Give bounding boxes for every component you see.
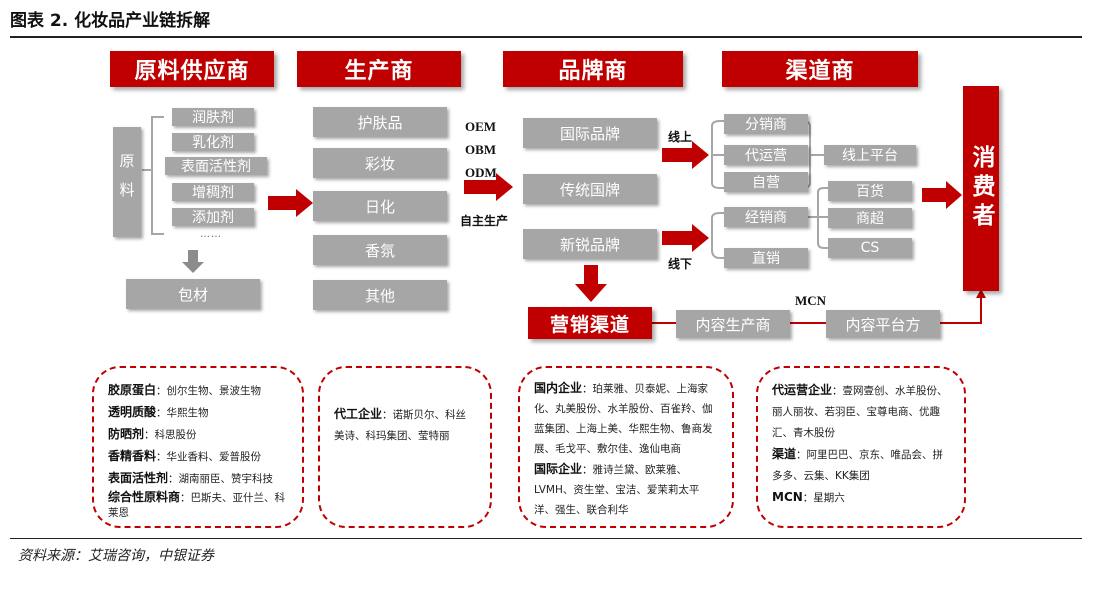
- material-item: 润肤剂: [172, 108, 254, 126]
- materials-group-label: 原料: [113, 127, 141, 237]
- header-channel: 渠道商: [722, 51, 918, 87]
- arrow-to-brand: [464, 173, 513, 201]
- arrow-to-packaging: [182, 250, 204, 273]
- store-department: 百货: [828, 181, 912, 201]
- producer-daily-chem: 日化: [313, 191, 447, 221]
- material-item: 增稠剂: [172, 183, 254, 201]
- mode-obm: OBM: [465, 142, 497, 157]
- producer-skincare: 护肤品: [313, 107, 447, 137]
- detail-line: 透明质酸：华熙生物: [108, 405, 209, 419]
- arrow-offline: [662, 224, 709, 252]
- detail-line: MCN：星期六: [772, 490, 845, 504]
- producer-other: 其他: [313, 280, 447, 310]
- bottom-rule: [10, 538, 1082, 539]
- brand-traditional-domestic: 传统国牌: [523, 174, 657, 204]
- top-rule: [10, 36, 1082, 38]
- figure-title: 图表 2. 化妆品产业链拆解: [10, 11, 211, 31]
- supplier-detail-box: 胶原蛋白：创尔生物、景波生物 透明质酸：华熙生物 防晒剂：科思股份 香精香料：华…: [92, 366, 304, 528]
- detail-line: 国际企业：雅诗兰黛、欧莱雅、LVMH、资生堂、宝洁、爱茉莉太平洋、强生、联合利华: [534, 462, 700, 516]
- material-item: 表面活性剂: [165, 157, 267, 175]
- mode-odm: ODM: [465, 165, 497, 180]
- arrow-to-consumer: [922, 181, 962, 209]
- header-supplier: 原料供应商: [110, 51, 274, 87]
- detail-line: 综合性原料商：巴斯夫、亚什兰、科莱恩: [108, 490, 286, 519]
- store-supermarket: 商超: [828, 208, 912, 228]
- detail-line: 防晒剂：科思股份: [108, 427, 197, 441]
- online-channel-self: 自营: [724, 172, 808, 192]
- arrow-to-marketing: [575, 265, 607, 302]
- marketing-channel: 营销渠道: [528, 307, 652, 339]
- source-note: 资料来源：艾瑞咨询，中银证券: [18, 548, 214, 564]
- mode-oem: OEM: [465, 119, 497, 134]
- mode-own-production: 自主生产: [460, 214, 509, 228]
- detail-line: 代运营企业：壹网壹创、水羊股份、丽人丽妆、若羽臣、宝尊电商、优趣汇、青木股份: [772, 383, 948, 439]
- mcn-label: MCN: [795, 293, 827, 308]
- producer-fragrance: 香氛: [313, 235, 447, 265]
- offline-channel-dealer: 经销商: [724, 207, 808, 227]
- packaging-box: 包材: [126, 279, 260, 309]
- platform-to-consumer: [940, 296, 982, 324]
- detail-line: 香精香料：华业香料、爱普股份: [108, 449, 262, 463]
- label-online: 线上: [668, 130, 693, 144]
- material-item: 添加剂: [172, 208, 254, 226]
- content-platform: 内容平台方: [826, 310, 940, 338]
- detail-line: 国内企业：珀莱雅、贝泰妮、上海家化、丸美股份、水羊股份、百雀羚、伽蓝集团、上海上…: [534, 381, 713, 455]
- producer-makeup: 彩妆: [313, 148, 447, 178]
- producer-detail-box: 代工企业：诺斯贝尔、科丝美诗、科玛集团、莹特丽: [318, 366, 492, 528]
- online-channel-agency: 代运营: [724, 145, 808, 165]
- brand-detail-box: 国内企业：珀莱雅、贝泰妮、上海家化、丸美股份、水羊股份、百雀羚、伽蓝集团、上海上…: [518, 366, 734, 528]
- channel-detail-box: 代运营企业：壹网壹创、水羊股份、丽人丽妆、若羽臣、宝尊电商、优趣汇、青木股份 渠…: [756, 366, 966, 528]
- online-channel-distributor: 分销商: [724, 114, 808, 134]
- offline-channel-direct: 直销: [724, 248, 808, 268]
- arrow-up-head: [976, 289, 986, 298]
- material-item: 乳化剂: [172, 133, 254, 151]
- brand-emerging: 新锐品牌: [523, 229, 657, 259]
- materials-ellipsis: ……: [200, 229, 222, 240]
- arrow-to-producer: [268, 189, 313, 217]
- label-offline: 线下: [668, 257, 693, 271]
- brand-international: 国际品牌: [523, 118, 657, 148]
- consumer-box: 消费者: [963, 86, 999, 291]
- materials-bracket: [151, 116, 164, 235]
- detail-line: 代工企业：诺斯贝尔、科丝美诗、科玛集团、莹特丽: [334, 407, 467, 442]
- header-producer: 生产商: [297, 51, 461, 87]
- arrow-online: [662, 141, 709, 169]
- content-producer: 内容生产商: [676, 310, 790, 338]
- detail-line: 渠道：阿里巴巴、京东、唯品会、拼多多、云集、KK集团: [772, 447, 944, 482]
- header-brand: 品牌商: [503, 51, 683, 87]
- detail-line: 表面活性剂：湖南丽臣、赞宇科技: [108, 471, 274, 485]
- store-cs: CS: [828, 238, 912, 258]
- detail-line: 胶原蛋白：创尔生物、景波生物: [108, 383, 262, 397]
- online-platform: 线上平台: [824, 145, 916, 165]
- flow-arrows: [268, 141, 962, 302]
